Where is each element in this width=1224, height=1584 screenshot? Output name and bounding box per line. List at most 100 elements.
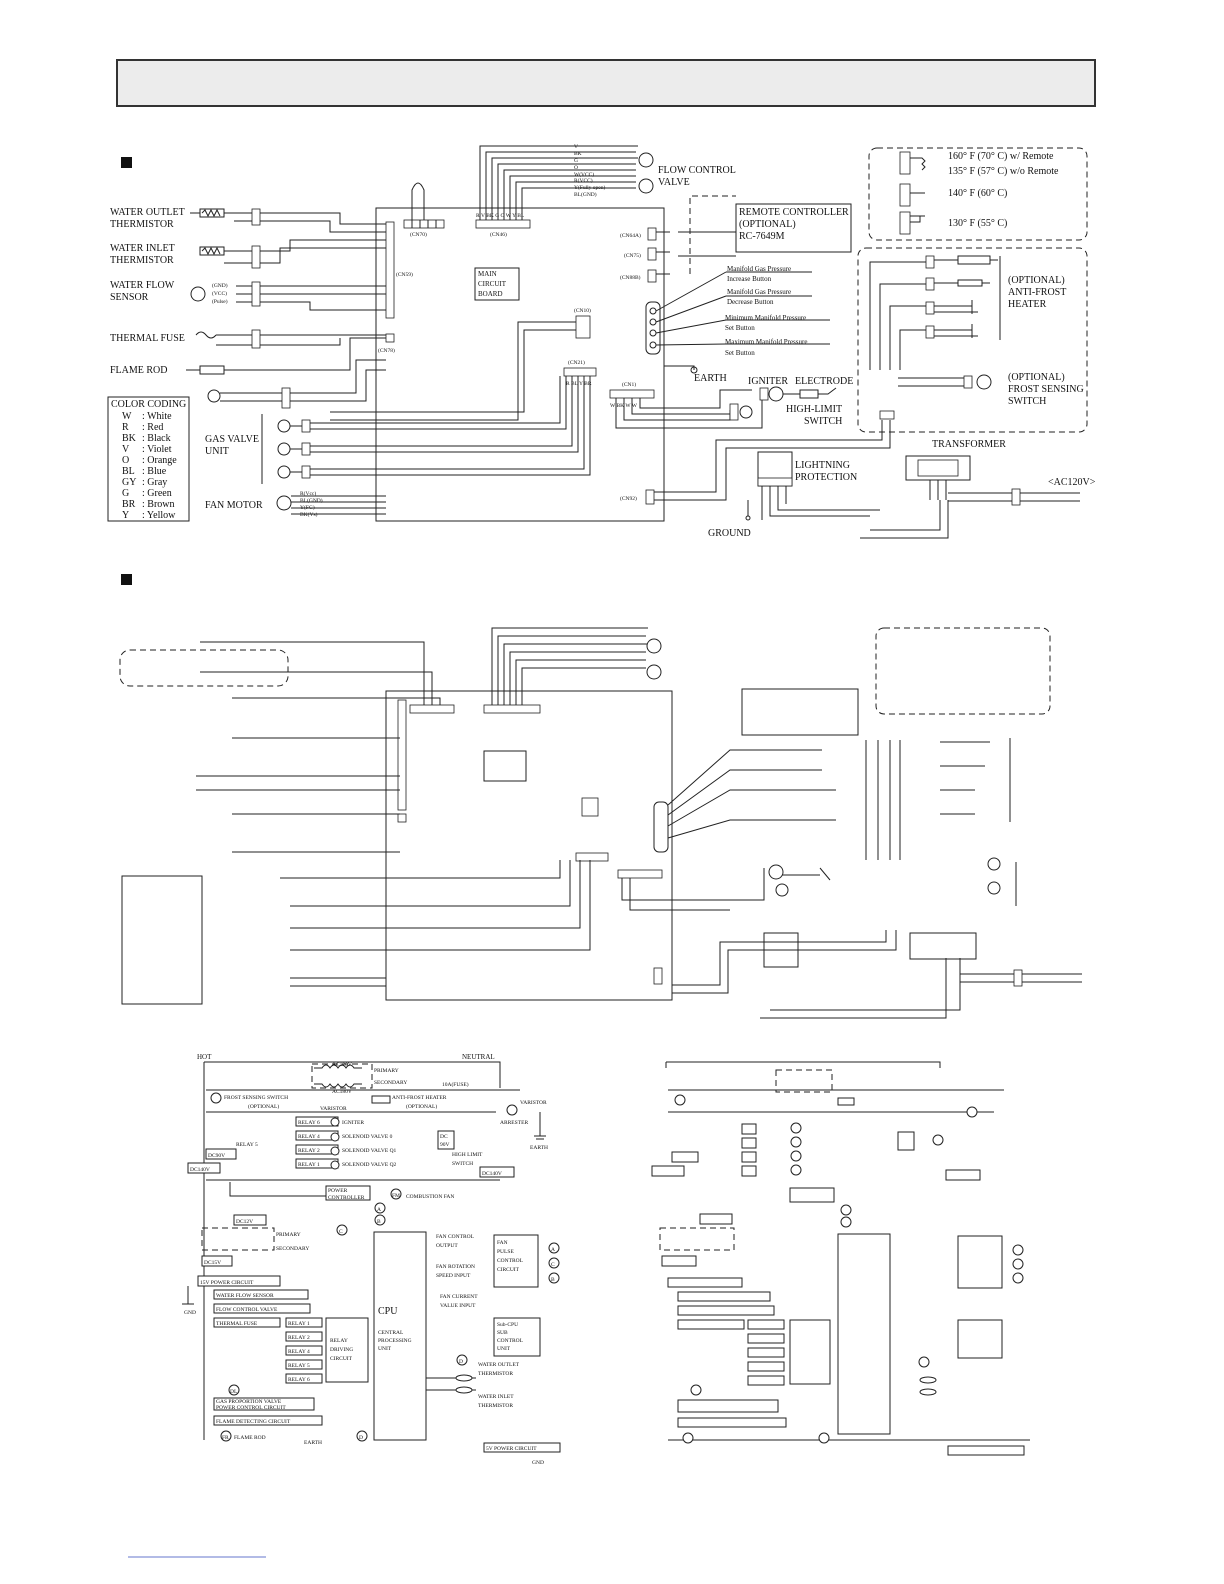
igniter-icon	[759, 386, 837, 402]
sch-anti-frost-1: ANTI-FROST HEATER	[392, 1095, 447, 1101]
color-coding-title: COLOR CODING	[111, 399, 186, 410]
sch-node-d: D	[459, 1359, 463, 1365]
sch-gnd: GND	[184, 1310, 196, 1316]
water-inlet-thermistor-icon	[199, 239, 386, 269]
cn92-power-wiring: (CN92)	[620, 420, 891, 505]
sch-frost-switch-2: (OPTIONAL)	[248, 1103, 279, 1110]
schematic-right	[651, 1061, 1030, 1456]
sch-load-2: SOLENOID VALVE Q1	[342, 1148, 397, 1154]
sch-earth-bottom: EARTH	[304, 1440, 322, 1446]
earth-label: EARTH	[694, 373, 727, 384]
button-3-line-2: Set Button	[725, 349, 755, 357]
sch-cpu-desc-1: CENTRAL	[378, 1330, 404, 1336]
fv-wire-4: W(VCC)	[574, 171, 594, 178]
color-code-name: : Blue	[142, 466, 167, 477]
water-flow-sensor-label-2: SENSOR	[110, 292, 149, 303]
sch-relay-driving-3: CIRCUIT	[330, 1356, 353, 1362]
sch-fr: FR	[222, 1435, 229, 1441]
sch-high-limit-2: SWITCH	[452, 1161, 473, 1167]
sch-varistor-2: VARISTOR	[520, 1100, 547, 1106]
sch-frost-switch-1: FROST SENSING SWITCH	[224, 1095, 288, 1101]
sch-fan-pulse-1: FAN	[497, 1240, 508, 1246]
sch-cpu-desc-2: PROCESSING	[378, 1338, 412, 1344]
sch-dc90v-box-1: DC	[440, 1134, 448, 1140]
anti-frost-label-3: HEATER	[1008, 299, 1047, 310]
sch-node-a: A	[377, 1207, 381, 1213]
color-code-abbr: BR	[122, 499, 136, 510]
water-flow-sensor-icon: (GND) (VCC) (Pulse)	[190, 281, 386, 311]
sch-dc140v: DC140V	[190, 1167, 210, 1173]
section-marker-wiring	[121, 157, 132, 168]
color-code-name: : Orange	[142, 455, 177, 466]
cn1-connector: (CN1) W BK W W	[609, 381, 763, 429]
sch-relay-top-0: RELAY 6	[298, 1120, 320, 1126]
sch-relay-left-1: RELAY 2	[288, 1335, 310, 1341]
fv-wire-6: Y(Fully open)	[574, 184, 605, 191]
color-code-abbr: Y	[122, 510, 129, 521]
color-code-name: : Brown	[142, 499, 175, 510]
fan-motor-label: FAN MOTOR	[205, 500, 263, 511]
cn21-pins: R BL Y BR	[566, 381, 592, 387]
main-board-label-3: BOARD	[478, 290, 503, 298]
sch-cpu-desc-3: UNIT	[378, 1346, 392, 1352]
sch-dc140v-right: DC140V	[482, 1171, 502, 1177]
sch-anti-frost-2: (OPTIONAL)	[406, 1103, 437, 1110]
sch-relay-driving-1: RELAY	[330, 1338, 348, 1344]
flow-valve-ls-icon	[638, 178, 654, 194]
sch-node-c2: C	[551, 1262, 555, 1268]
main-board-label-2: CIRCUIT	[478, 280, 507, 288]
color-code-abbr: BL	[122, 466, 135, 477]
second-wiring-diagram	[119, 627, 1082, 1019]
fs-wire-1: (VCC)	[212, 290, 227, 297]
fan-motor-icon: R(Vcc) BL(GND) Y(FG) BK(Vs)	[276, 490, 386, 518]
water-outlet-thermistor-label-1: WATER OUTLET	[110, 207, 185, 218]
color-code-name: : Yellow	[142, 510, 176, 521]
transformer-label: TRANSFORMER	[932, 439, 1006, 450]
sch-water-inlet-2: THERMISTOR	[478, 1403, 513, 1409]
sch-node-b: B	[377, 1219, 381, 1225]
color-code-abbr: V	[122, 444, 130, 455]
sch-dc90v: DC90V	[208, 1153, 225, 1159]
sch-input-2: THERMAL FUSE	[216, 1321, 258, 1327]
cn78-label: (CN78)	[378, 347, 395, 354]
button-0-line-1: Manifold Gas Pressure	[727, 265, 791, 273]
sch-dl: DL	[230, 1389, 238, 1395]
fv-wire-3: O	[574, 165, 578, 171]
sch-power-controller-2: CONTROLLER	[328, 1195, 365, 1201]
anti-frost-box: (OPTIONAL) ANTI-FROST HEATER (OPTIONAL) …	[857, 247, 1088, 433]
sch-relay-top-2: RELAY 2	[298, 1148, 320, 1154]
color-code-name: : Black	[142, 433, 171, 444]
temp-setting-3: 130° F (55° C)	[948, 218, 1007, 229]
pressure-buttons: Manifold Gas Pressure Increase Button Ma…	[645, 265, 830, 357]
flow-valve-wires: V BK G O W(VCC) R(VCC) Y(Fully open) BL(…	[479, 144, 654, 220]
color-code-abbr: G	[122, 488, 129, 499]
temp-setting-0: 160° F (70° C) w/ Remote	[948, 151, 1054, 162]
color-code-name: : White	[142, 411, 172, 422]
sch-flame-rod: FLAME ROD	[234, 1435, 266, 1441]
gas-proportion-valve-icon	[207, 359, 386, 409]
button-1-line-1: Manifold Gas Pressure	[727, 288, 791, 296]
sch-fuse: 10A(FUSE)	[442, 1081, 469, 1088]
main-board-label-box	[474, 267, 520, 301]
water-outlet-thermistor-label-2: THERMISTOR	[110, 219, 174, 230]
button-3-line-1: Maximum Manifold Pressure	[725, 338, 807, 346]
cn1-label: (CN1)	[622, 381, 636, 388]
electrode-label: ELECTRODE	[795, 376, 853, 387]
section-title-box	[116, 59, 1096, 107]
button-2-line-2: Set Button	[725, 324, 755, 332]
cn46-pins: R V BK G O W Y BL	[476, 213, 525, 219]
cn70-label: (CN70)	[410, 231, 427, 238]
sch-high-limit-1: HIGH LIMIT	[452, 1152, 483, 1158]
sch-flame-detect: FLAME DETECTING CIRCUIT	[216, 1419, 291, 1425]
remote-label-1: REMOTE CONTROLLER	[739, 207, 849, 218]
temp-setting-1: 135° F (57° C) w/o Remote	[948, 166, 1059, 177]
sch-relay-top-3: RELAY 1	[298, 1162, 320, 1168]
fv-wire-0: V	[574, 144, 578, 150]
remote-controller-box: REMOTE CONTROLLER (OPTIONAL) RC-7649M	[735, 203, 852, 253]
high-limit-label-1: HIGH-LIMIT	[786, 404, 842, 415]
solenoid-valves-icon	[261, 376, 591, 484]
sch-gas-prop-2: POWER CONTROL CIRCUIT	[216, 1405, 286, 1411]
section-marker-second	[121, 574, 132, 585]
frost-switch-label-1: (OPTIONAL)	[1008, 372, 1065, 383]
main-board-outline	[375, 207, 665, 522]
